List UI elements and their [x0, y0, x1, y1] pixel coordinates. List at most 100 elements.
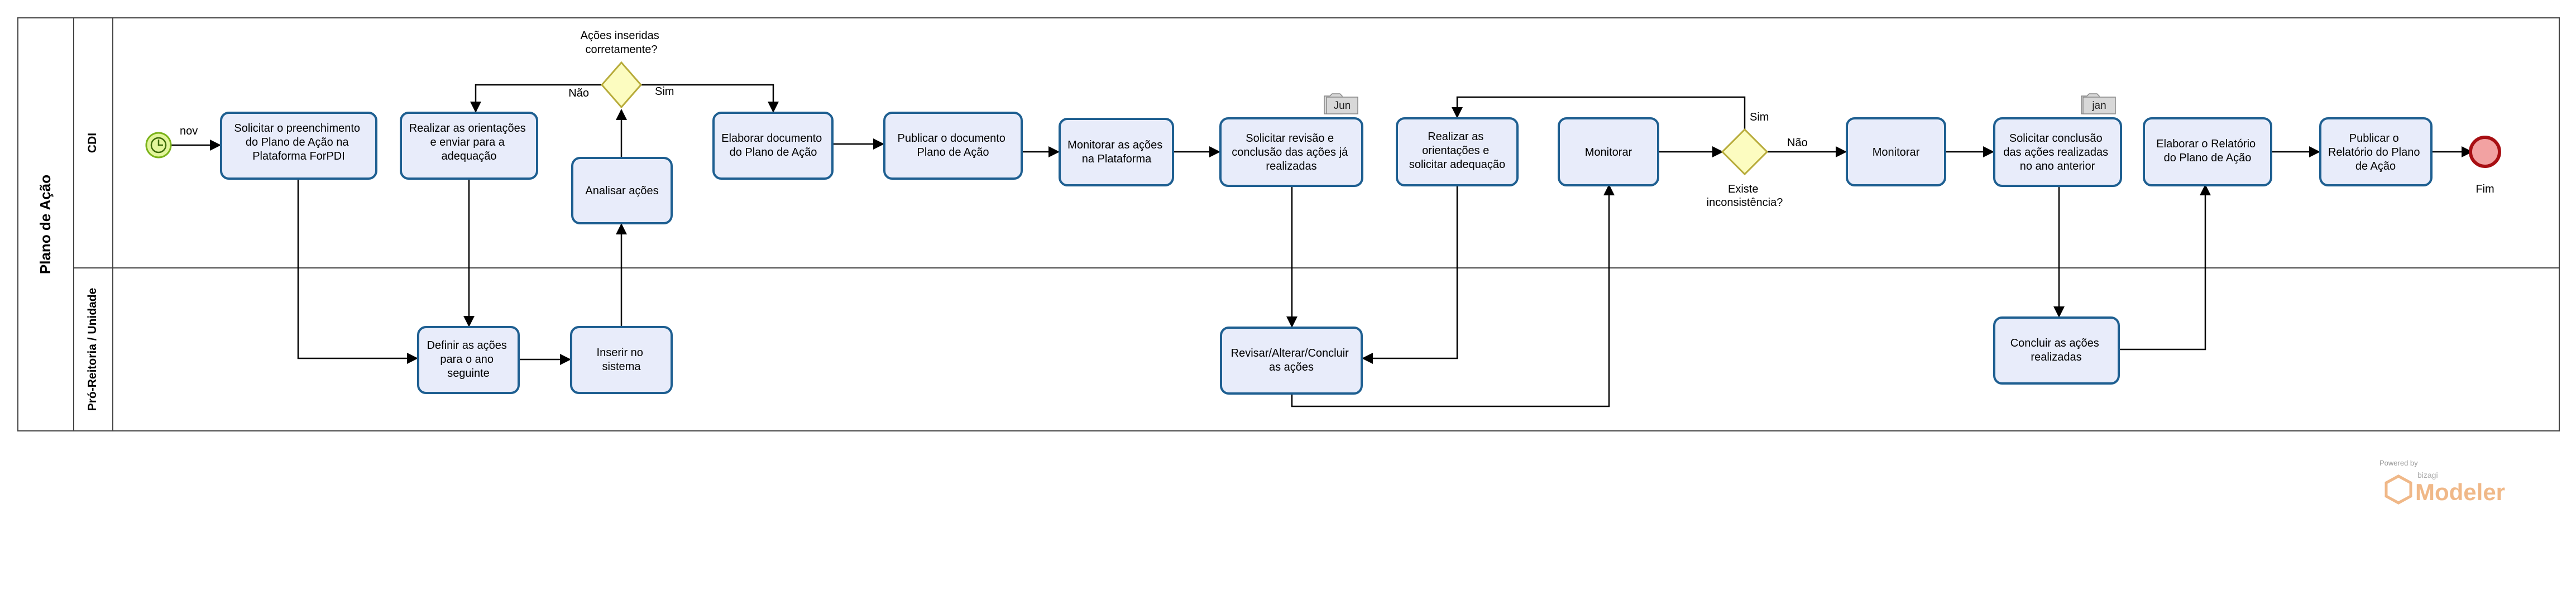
gateway-acoes-inseridas[interactable]: [601, 61, 642, 109]
task-analisar-acoes[interactable]: Analisar ações: [571, 157, 673, 224]
task-label: Solicitar o preenchimento do Plano de Aç…: [234, 122, 363, 162]
end-event-label: Fim: [2476, 183, 2494, 195]
flow-t17-to-t12: [2120, 184, 2211, 351]
gateway-diamond[interactable]: [1721, 128, 1769, 176]
task-label-line: conclusão das ações já: [1232, 146, 1348, 159]
task-label: Solicitar conclusão das ações realizadas…: [2003, 132, 2111, 172]
task-label-line: Elaborar o Relatório: [2156, 138, 2256, 150]
flow-t1-to-t14: [297, 180, 418, 364]
task-label-line: Analisar ações: [585, 185, 658, 197]
task-label-line: as ações: [1269, 361, 1314, 373]
task-concluir-acoes[interactable]: Concluir as ações realizadas: [1993, 316, 2120, 385]
annotation-jan: jan: [2081, 93, 2116, 114]
task-label-line: Concluir as ações: [2010, 337, 2099, 349]
clock-icon: [150, 137, 167, 153]
gateway-acoes-inseridas-no-label: Não: [568, 87, 589, 99]
task-box[interactable]: [1219, 117, 1363, 187]
task-label-line: Relatório do Plano: [2328, 146, 2420, 159]
task-label-line: seguinte: [447, 367, 490, 380]
task-box[interactable]: [2143, 117, 2272, 186]
task-publicar-relatorio[interactable]: Publicar o Relatório do Plano de Ação: [2319, 117, 2433, 186]
gateway-label-line: Ações inseridas: [581, 30, 659, 42]
task-label-line: Monitorar as ações: [1067, 139, 1162, 151]
task-box[interactable]: [883, 112, 1023, 180]
flow-t16-to-t9: [1291, 184, 1615, 407]
task-elaborar-relatorio[interactable]: Elaborar o Relatório do Plano de Ação: [2143, 117, 2272, 186]
task-monitorar-1[interactable]: Monitorar: [1558, 117, 1659, 186]
bizagi-logo-icon: [2385, 474, 2412, 505]
task-box[interactable]: [570, 326, 673, 394]
task-label: Analisar ações: [585, 185, 658, 197]
task-monitorar-acoes-plataforma[interactable]: Monitorar as ações na Plataforma: [1059, 118, 1174, 186]
task-label: Elaborar o Relatório do Plano de Ação: [2156, 138, 2258, 164]
task-box[interactable]: [400, 112, 538, 180]
task-label-line: realizadas: [2031, 351, 2081, 363]
bizagi-branding: Powered by bizagi Modeler: [2379, 459, 2505, 505]
gateway-existe-inconsistencia-label: Existe inconsistência?: [1707, 183, 1783, 209]
task-label-line: do Plano de Ação na: [246, 136, 349, 148]
annotation-label: Jun: [1334, 100, 1351, 112]
task-label-line: Revisar/Alterar/Concluir: [1231, 347, 1349, 359]
task-box[interactable]: [1396, 117, 1519, 186]
task-label-line: e enviar para a: [430, 136, 505, 148]
task-box[interactable]: [712, 112, 834, 180]
end-event-circle[interactable]: [2469, 136, 2501, 168]
task-realizar-orientacoes-enviar[interactable]: Realizar as orientações e enviar para a …: [400, 112, 538, 180]
task-inserir-sistema[interactable]: Inserir no sistema: [570, 326, 673, 394]
task-box[interactable]: [220, 112, 377, 180]
task-label-line: Definir as ações: [427, 339, 507, 352]
task-monitorar-2[interactable]: Monitorar: [1846, 117, 1946, 186]
task-label-line: Solicitar conclusão: [2009, 132, 2103, 145]
task-label-line: no ano anterior: [2020, 160, 2095, 172]
task-box[interactable]: [1993, 316, 2120, 385]
task-label: Realizar as orientações e solicitar adeq…: [1409, 131, 1505, 171]
flow-g2-yes-to-t8: [1452, 96, 1746, 132]
task-label-line: Monitorar: [1873, 146, 1920, 159]
task-solicitar-preenchimento[interactable]: Solicitar o preenchimento do Plano de Aç…: [220, 112, 377, 180]
task-label: Inserir no sistema: [597, 347, 647, 373]
task-publicar-documento[interactable]: Publicar o documento Plano de Ação: [883, 112, 1023, 180]
task-box[interactable]: [1993, 117, 2122, 187]
task-box[interactable]: [2319, 117, 2433, 186]
task-label: Solicitar revisão e conclusão das ações …: [1232, 132, 1351, 172]
task-label-line: das ações realizadas: [2003, 146, 2108, 159]
task-label-line: Plataforma ForPDI: [252, 150, 345, 162]
task-box[interactable]: [1846, 117, 1946, 186]
task-solicitar-conclusao[interactable]: Solicitar conclusão das ações realizadas…: [1993, 117, 2122, 187]
task-solicitar-revisao[interactable]: Solicitar revisão e conclusão das ações …: [1219, 117, 1363, 187]
task-revisar-alterar-concluir[interactable]: Revisar/Alterar/Concluir as ações: [1220, 327, 1363, 395]
task-label: Monitorar: [1585, 146, 1632, 159]
gateway-acoes-inseridas-label: Ações inseridas corretamente?: [581, 30, 663, 56]
task-label-line: Inserir no: [597, 347, 643, 359]
end-event[interactable]: [2469, 136, 2501, 168]
task-label-line: Realizar as: [1428, 131, 1483, 143]
task-box[interactable]: [417, 326, 520, 394]
calendar-icon-body: [2082, 97, 2116, 114]
gateway-label-line: inconsistência?: [1707, 196, 1783, 209]
start-event[interactable]: [145, 132, 172, 159]
calendar-icon-body: [1326, 97, 1358, 114]
task-box[interactable]: [1220, 327, 1363, 395]
task-label-line: Realizar as orientações: [409, 122, 526, 135]
task-label-line: do Plano de Ação: [2164, 152, 2252, 164]
task-box[interactable]: [1059, 118, 1174, 186]
pool-label: Plano de Ação: [37, 175, 54, 274]
task-label: Realizar as orientações e enviar para a …: [409, 122, 529, 162]
clock-hands-icon: [157, 140, 163, 146]
task-label-line: realizadas: [1266, 160, 1316, 172]
task-label-line: Solicitar o preenchimento: [234, 122, 360, 135]
task-label-line: Solicitar revisão e: [1246, 132, 1334, 145]
gateway-existe-inconsistencia[interactable]: [1721, 128, 1769, 176]
task-label: Revisar/Alterar/Concluir as ações: [1231, 347, 1352, 373]
gateway-existe-inconsistencia-yes-label: Sim: [1750, 111, 1769, 123]
task-box[interactable]: [1558, 117, 1659, 186]
task-box[interactable]: [571, 157, 673, 224]
task-label-line: Elaborar documento: [721, 132, 822, 145]
task-realizar-orientacoes-adequacao[interactable]: Realizar as orientações e solicitar adeq…: [1396, 117, 1519, 186]
branding-product: Modeler: [2415, 479, 2505, 505]
task-elaborar-documento[interactable]: Elaborar documento do Plano de Ação: [712, 112, 834, 180]
task-definir-acoes[interactable]: Definir as ações para o ano seguinte: [417, 326, 520, 394]
gateway-acoes-inseridas-yes-label: Sim: [655, 85, 674, 98]
task-label-line: Publicar o documento: [897, 132, 1005, 145]
gateway-diamond[interactable]: [601, 61, 642, 109]
